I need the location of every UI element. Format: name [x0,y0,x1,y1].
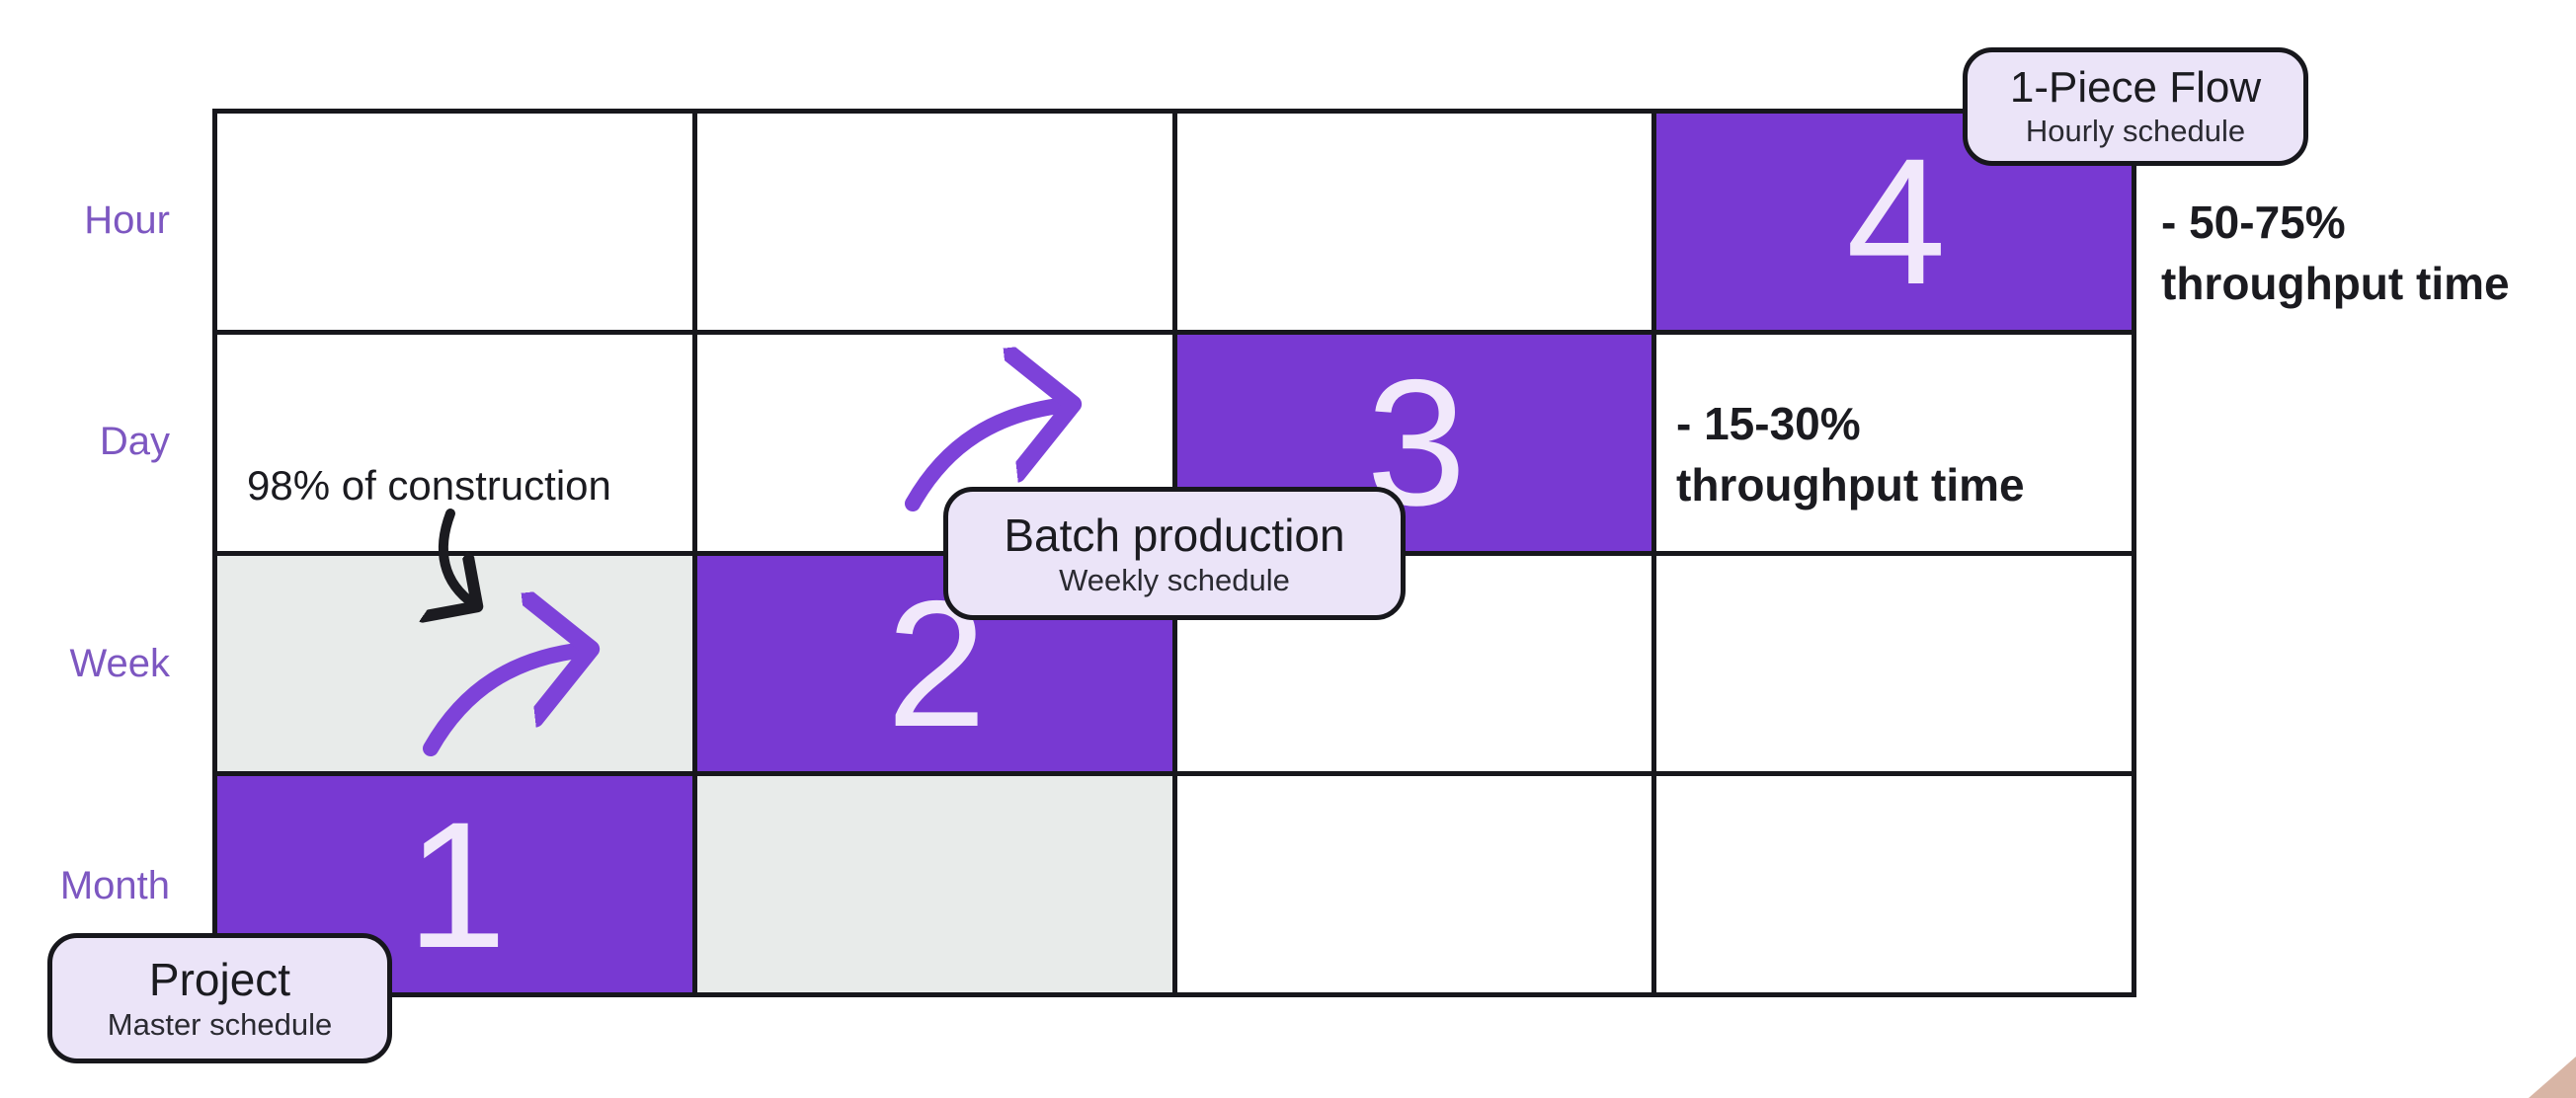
row-label-month: Month [59,864,170,907]
project-title: Project [148,954,291,1005]
row-label-week: Week [69,642,170,685]
curved-arrow-week-to-step2-icon [423,620,632,756]
cell-week-col4 [1656,555,2132,772]
cell-month-col1-step1: 1 [217,776,692,992]
cell-month-col2 [696,776,1172,992]
label-project: Project Master schedule [47,933,392,1063]
cell-month-col4 [1656,776,2132,992]
curved-arrow-construction-icon [425,509,514,634]
one-piece-flow-title: 1-Piece Flow [2009,63,2262,112]
cell-hour-col2 [696,114,1172,330]
step-number-1: 1 [406,783,507,985]
batch-production-title: Batch production [1004,509,1345,561]
curved-arrow-day-to-step3-icon [905,375,1114,511]
cell-month-col3 [1176,776,1652,992]
throughput-hour-line2: throughput time [2161,258,2510,309]
project-subtitle: Master schedule [107,1007,333,1042]
label-one-piece-flow: 1-Piece Flow Hourly schedule [1963,47,2308,166]
construction-note: 98% of construction [247,462,611,509]
row-label-day: Day [99,420,170,463]
batch-production-subtitle: Weekly schedule [1059,562,1290,597]
label-batch-production: Batch production Weekly schedule [943,487,1406,620]
throughput-hour-line1: - 50-75% [2161,196,2346,248]
step-number-4: 4 [1846,120,1946,323]
cell-day-col4 [1656,334,2132,551]
throughput-note-day: - 15-30% throughput time [1676,393,2025,515]
corner-person-fragment [2529,1057,2576,1098]
schedule-grid: 4 3 2 1 [212,109,2136,997]
throughput-day-line1: - 15-30% [1676,398,1861,449]
cell-hour-col3 [1176,114,1652,330]
throughput-day-line2: throughput time [1676,459,2025,510]
throughput-note-hour: - 50-75% throughput time [2161,192,2510,314]
one-piece-flow-subtitle: Hourly schedule [2025,114,2246,148]
cell-hour-col1 [217,114,692,330]
row-label-hour: Hour [84,198,170,242]
